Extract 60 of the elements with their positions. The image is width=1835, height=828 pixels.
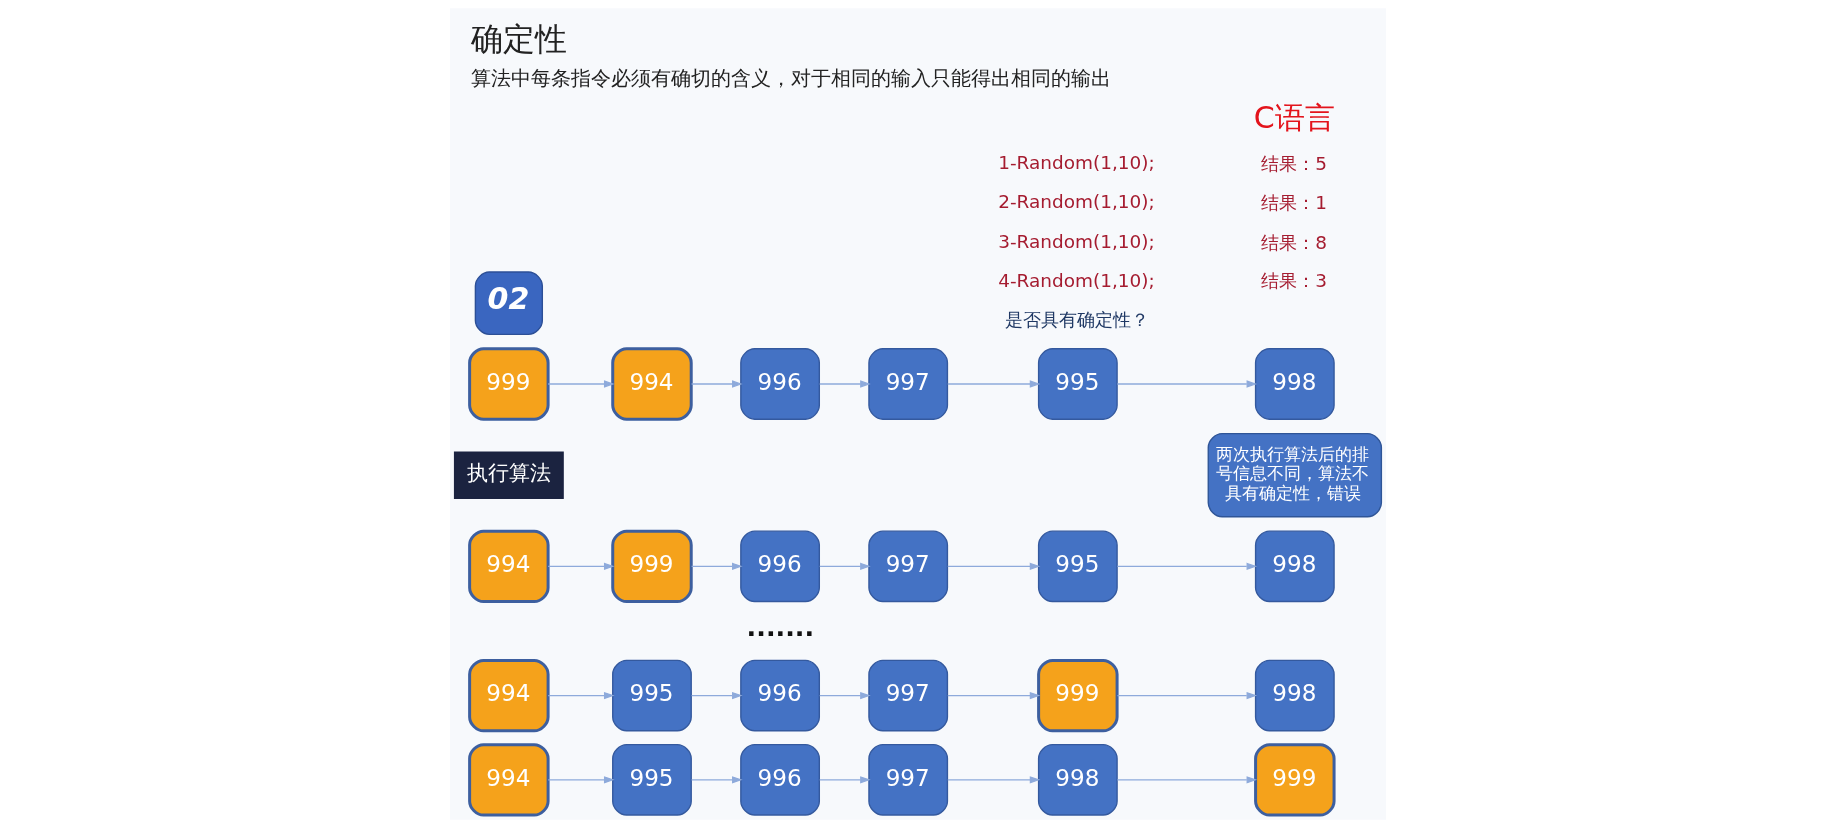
arrow [546,380,615,388]
arrow [946,776,1040,784]
arrow [1116,776,1257,784]
arrow [546,562,615,571]
node-box: 996 [739,743,820,816]
arrow [946,380,1040,388]
arrow [690,691,743,700]
node-box: 994 [610,347,693,421]
node-box: 995 [1037,530,1118,603]
arrow [818,562,871,571]
node-box: 995 [1037,348,1118,420]
arrow [546,691,615,700]
node-box: 995 [611,659,692,732]
node-box: 997 [867,659,948,732]
node-box: 执行算法 [453,451,564,499]
node-box: 996 [739,659,820,732]
node-box: 997 [867,348,948,420]
node-box: 两次执行算法后的排号信息不同，算法不具有确定性，错误 [1207,432,1382,518]
node-box: 999 [1253,743,1336,817]
node-box: 994 [467,743,550,817]
arrow [946,562,1040,571]
arrow [690,776,743,784]
label: 2-Random(1,10); [997,191,1155,213]
arrow [546,776,615,784]
node-box: 998 [1254,530,1335,603]
label: 是否具有确定性？ [1004,309,1149,331]
label: 1-Random(1,10); [997,152,1155,174]
node-box: 999 [1036,658,1119,733]
node-box: 999 [467,347,550,421]
node-box: 995 [611,743,692,816]
node-box: 998 [1037,743,1118,816]
node-box: 998 [1254,659,1335,732]
label: 结果：8 [1260,231,1327,253]
node-box: 997 [867,743,948,816]
label: 结果：3 [1260,270,1327,292]
label: 结果：1 [1260,192,1327,214]
arrow [690,380,743,388]
diagram-title: 确定性 [470,20,567,59]
label: 4-Random(1,10); [997,269,1155,291]
label: ....... [746,612,814,643]
node-box: 996 [739,348,820,420]
label: C语言 [1253,100,1335,136]
arrow [1116,380,1257,388]
label: 3-Random(1,10); [997,230,1155,252]
node-box: 997 [867,530,948,603]
caption: 算法中每条指令必须有确切的含义，对于相同的输入只能得出相同的输出 [470,67,1111,91]
node-box: 994 [467,658,550,733]
node-box: 998 [1254,348,1335,420]
arrow [946,691,1040,700]
arrow [818,380,871,388]
label: 结果：5 [1260,153,1327,175]
node-box: 996 [739,530,820,603]
node-box: 994 [467,529,550,604]
node-box: 999 [610,529,693,604]
arrow [1116,562,1257,571]
arrow [690,562,743,571]
arrow [818,691,871,700]
arrow [818,776,871,784]
arrow [1116,691,1257,700]
node-box: 02 [474,271,543,336]
